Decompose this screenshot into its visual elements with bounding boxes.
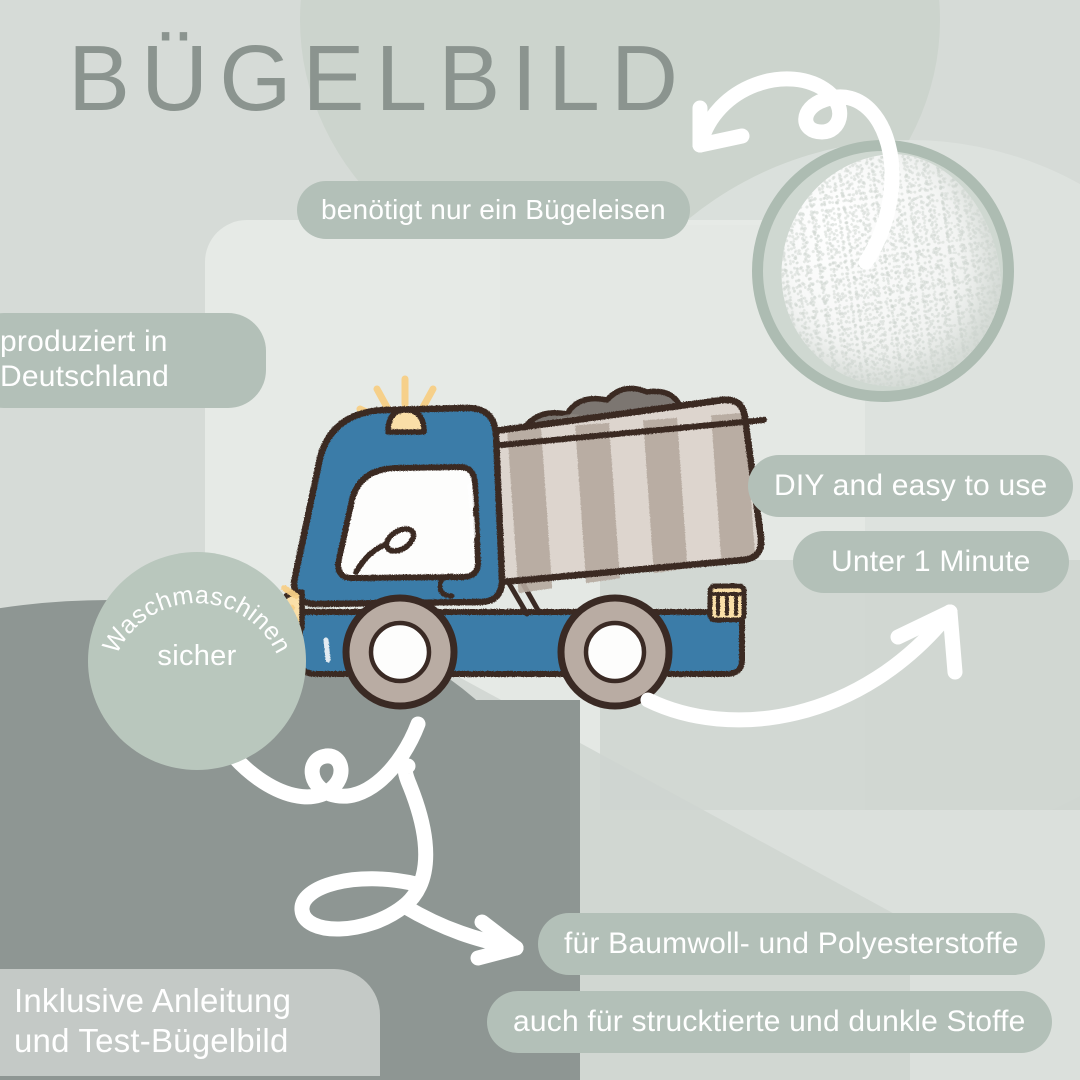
steering-wheel (353, 539, 401, 575)
badge-cotton-polyester-label: für Baumwoll- und Polyesterstoffe (564, 927, 1019, 960)
door-handle (437, 573, 455, 599)
badge-cotton-polyester: für Baumwoll- und Polyesterstoffe (538, 913, 1045, 975)
badge-under-one-minute-label: Unter 1 Minute (831, 545, 1031, 578)
badge-washing-machine-safe-label: sicher (157, 640, 237, 672)
background-band-middle (600, 560, 1080, 820)
beacon-light (385, 407, 427, 435)
beacon-rays (356, 375, 454, 432)
hydraulic-arm (490, 549, 542, 617)
puffy-transfer-swatch-icon (765, 151, 1003, 391)
material-swatch-circle (752, 140, 1014, 402)
badge-iron-only: benötigt nur ein Bügeleisen (297, 181, 690, 239)
dump-bed (438, 396, 767, 596)
badge-instructions-included: Inklusive Anleitung und Test-Bügelbild (0, 969, 380, 1076)
taillight (707, 583, 747, 623)
badge-diy-easy: DIY and easy to use (748, 455, 1074, 517)
arrow-truck-to-minute-icon (640, 604, 963, 728)
truck-cab (290, 404, 506, 663)
badge-textured-dark-fabrics: auch für strucktierte und dunkle Stoffe (487, 991, 1052, 1053)
rear-wheel (557, 594, 673, 710)
rock-load (502, 385, 739, 531)
badge-instructions-included-line1: Inklusive Anleitung (14, 982, 292, 1019)
badge-made-in-germany-line2: Deutschland (0, 360, 169, 394)
badge-diy-easy-label: DIY and easy to use (774, 469, 1048, 502)
badge-washing-machine-safe-arc: Waschmaschinen (97, 581, 296, 658)
badge-made-in-germany: produziert in Deutschland (0, 313, 266, 408)
badge-instructions-included-line2: und Test-Bügelbild (14, 1022, 289, 1060)
truck-window (335, 464, 481, 581)
truck-chassis (297, 609, 745, 677)
arrow-to-fabric-badges-icon (294, 758, 524, 966)
badge-textured-dark-fabrics-label: auch für strucktierte und dunkle Stoffe (513, 1005, 1026, 1038)
badge-washing-machine-safe: Waschmaschinen sicher (88, 552, 306, 770)
page-title: BÜGELBILD (68, 26, 690, 130)
front-wheel (342, 594, 458, 710)
badge-under-one-minute: Unter 1 Minute (793, 531, 1069, 593)
badge-iron-only-label: benötigt nur ein Bügeleisen (321, 194, 666, 225)
badge-made-in-germany-line1: produziert in (0, 325, 168, 358)
